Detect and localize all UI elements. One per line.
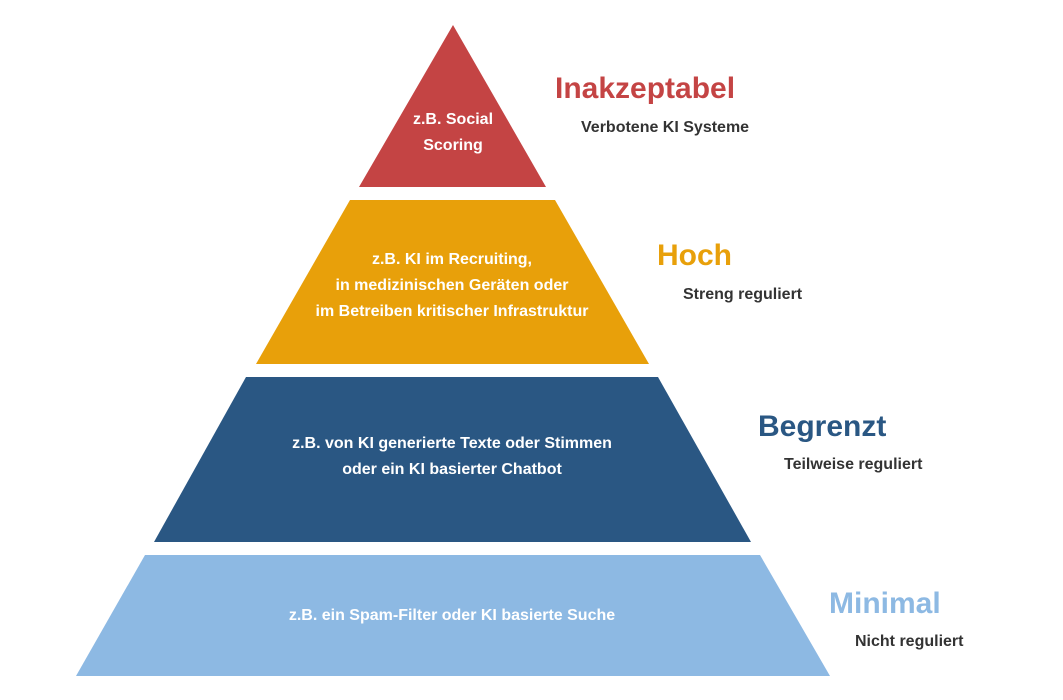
tier-high-title: Hoch bbox=[657, 239, 732, 272]
tier-unacceptable-description: Verbotene KI Systeme bbox=[581, 119, 750, 136]
example-line: im Betreiben kritischer Infrastruktur bbox=[315, 303, 589, 320]
example-line: z.B. KI im Recruiting, bbox=[371, 251, 532, 268]
example-line: Scoring bbox=[423, 137, 483, 154]
example-line: in medizinischen Geräten oder bbox=[335, 277, 569, 294]
tier-limited-example: z.B. von KI generierte Texte oder Stimme… bbox=[292, 431, 612, 483]
tier-unacceptable-shape bbox=[359, 25, 546, 187]
tier-minimal-description: Nicht reguliert bbox=[855, 633, 964, 650]
tier-unacceptable-title: Inakzeptabel bbox=[555, 72, 736, 105]
tier-minimal-title: Minimal bbox=[829, 587, 941, 620]
tier-limited-shape bbox=[154, 377, 751, 542]
example-line: z.B. Social bbox=[412, 111, 494, 128]
example-line: z.B. ein Spam-Filter oder KI basierte Su… bbox=[288, 607, 616, 624]
example-line: z.B. von KI generierte Texte oder Stimme… bbox=[292, 435, 612, 452]
tier-minimal-example: z.B. ein Spam-Filter oder KI basierte Su… bbox=[289, 603, 615, 629]
tier-high-example: z.B. KI im Recruiting, in medizinischen … bbox=[316, 247, 589, 325]
tier-limited-description: Teilweise reguliert bbox=[784, 456, 923, 473]
tier-high-shape bbox=[256, 200, 649, 364]
tier-unacceptable-example: z.B. Social Scoring bbox=[413, 107, 493, 159]
example-line: oder ein KI basierter Chatbot bbox=[342, 461, 562, 478]
tier-high-description: Streng reguliert bbox=[683, 286, 803, 303]
tier-minimal-shape bbox=[76, 555, 830, 676]
tier-limited-title: Begrenzt bbox=[758, 410, 887, 443]
